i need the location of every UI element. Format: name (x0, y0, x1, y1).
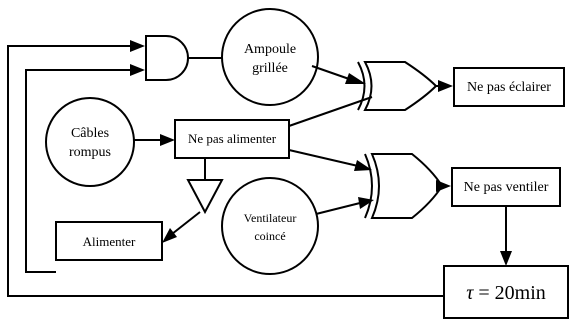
ne-pas-alimenter-to-or1-line (288, 96, 373, 127)
feedback-loop-inner (25, 64, 145, 273)
or1-to-ne-pas-eclairer-arrow (436, 80, 453, 92)
cables-rompus-node: Câbles rompus (45, 97, 135, 187)
tau-symbol: τ (466, 282, 474, 304)
feedback-loop-outer (7, 40, 444, 297)
ventilateur-label-line2: coincé (254, 229, 285, 243)
ampoule-grillee-node: Ampoule grillée (221, 8, 319, 106)
ne-pas-ventiler-label: Ne pas ventiler (464, 180, 549, 195)
or-gate-2 (364, 152, 444, 219)
ampoule-label-line2: grillée (252, 61, 288, 76)
and-gate (145, 35, 189, 81)
or-gate-1 (357, 61, 438, 111)
ne-pas-alimenter-label: Ne pas alimenter (188, 131, 277, 146)
cables-label-line2: rompus (69, 145, 111, 160)
timer-box: τ = 20min (443, 265, 569, 319)
alimenter-box: Alimenter (55, 221, 163, 261)
ventilateur-label-line1: Ventilateur (244, 211, 297, 225)
ne-pas-alimenter-box: Ne pas alimenter (174, 119, 290, 159)
not-to-alimenter-arrow (162, 211, 201, 243)
cables-to-ne-pas-alimenter-arrow (134, 134, 175, 146)
ampoule-to-or1-arrow (311, 65, 366, 84)
or2-to-ne-pas-ventiler-arrow (436, 180, 451, 192)
cables-label-line1: Câbles (71, 126, 109, 141)
ne-pas-eclairer-box: Ne pas éclairer (453, 67, 565, 107)
ventilateur-to-or2-arrow (315, 197, 374, 215)
ne-pas-alimenter-to-or2-arrow (288, 149, 372, 171)
alimenter-label: Alimenter (83, 234, 136, 249)
ne-pas-eclairer-label: Ne pas éclairer (467, 80, 551, 95)
timer-value: = 20min (473, 282, 545, 304)
ventilateur-coince-node: Ventilateur coincé (221, 177, 319, 275)
ne-pas-ventiler-box: Ne pas ventiler (451, 167, 561, 207)
ne-pas-ventiler-to-timer-arrow (500, 206, 512, 266)
not-gate (186, 179, 224, 215)
ampoule-label-line1: Ampoule (244, 42, 296, 57)
timer-label: τ = 20min (466, 282, 546, 304)
